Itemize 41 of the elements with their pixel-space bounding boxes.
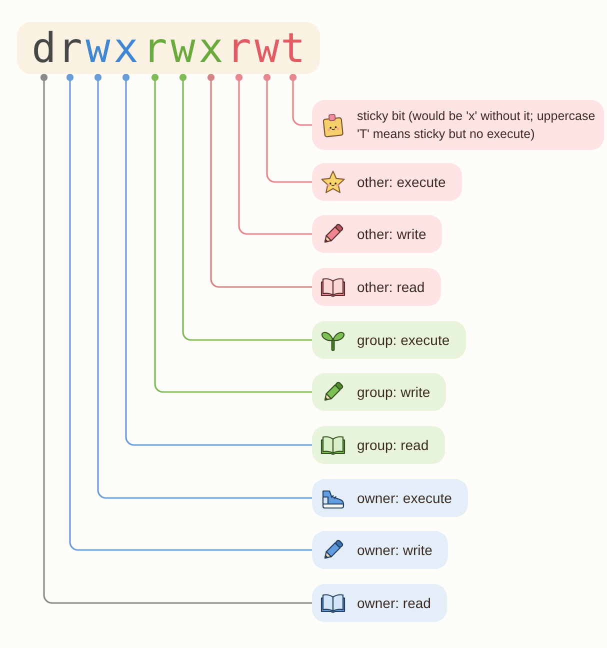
- permission-letter: x: [197, 22, 225, 74]
- callout-text: owner: execute: [357, 490, 452, 506]
- permission-letter: r: [225, 22, 253, 74]
- callout-card: [312, 373, 446, 411]
- callout-text: group: write: [357, 384, 430, 400]
- connector-line: [66, 74, 312, 551]
- permission-letter: d: [30, 22, 58, 74]
- callout-card: [312, 426, 445, 464]
- connector-line: [235, 74, 312, 235]
- permission-letter: r: [141, 22, 169, 74]
- callout-card: [312, 531, 448, 569]
- permission-letter: w: [84, 22, 112, 74]
- permission-letter: w: [253, 22, 281, 74]
- callout-card: [312, 268, 441, 306]
- callout-text: owner: write: [357, 542, 432, 558]
- callout-text: sticky bit (would be 'x' without it; uppercase 'T' means sticky but no execute): [357, 108, 596, 143]
- callout-card: [312, 321, 466, 359]
- callout-card: [312, 100, 604, 150]
- permission-letter: x: [112, 22, 140, 74]
- callout-card: [312, 163, 462, 201]
- callout-card: [312, 479, 468, 517]
- banner: [17, 22, 320, 74]
- connector-line: [263, 74, 312, 183]
- callout-text: owner: read: [357, 595, 431, 611]
- connector-line: [179, 74, 312, 341]
- callout-card: [312, 215, 442, 253]
- connector-line: [122, 74, 312, 446]
- connector-line: [289, 74, 312, 126]
- connector-line: [94, 74, 312, 499]
- callout-card: [312, 584, 447, 622]
- callout-text: other: execute: [357, 174, 446, 190]
- permission-letter: t: [279, 22, 307, 74]
- permission-letter: r: [56, 22, 84, 74]
- connector-line: [151, 74, 312, 393]
- permission-letter: w: [169, 22, 197, 74]
- callout-text: other: write: [357, 226, 426, 242]
- connector-line: [207, 74, 312, 288]
- connector-line: [40, 74, 312, 604]
- callout-text: group: read: [357, 437, 429, 453]
- callout-text: group: execute: [357, 332, 450, 348]
- callout-text: other: read: [357, 279, 425, 295]
